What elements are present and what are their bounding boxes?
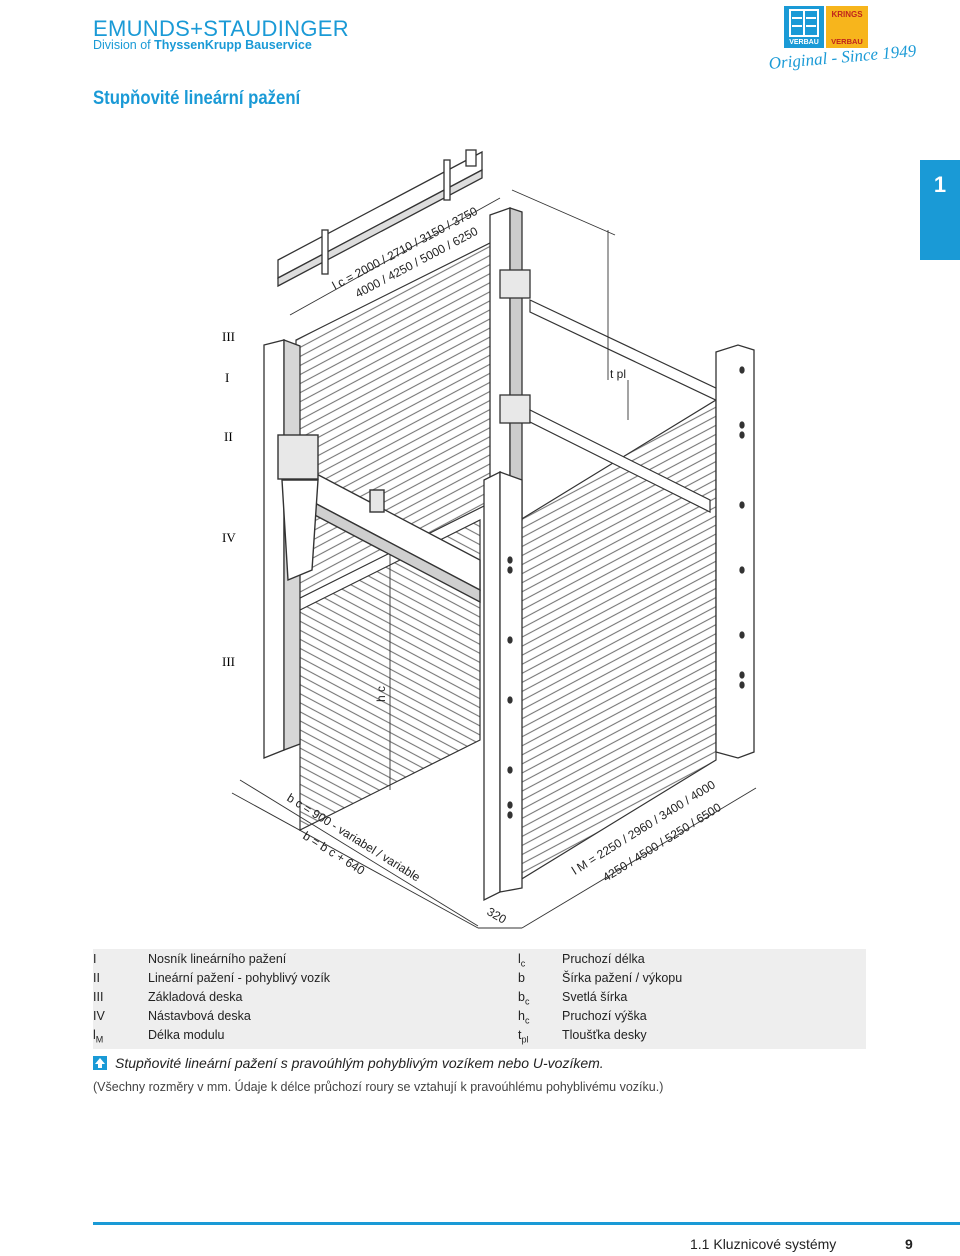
legend-text-IV: Nástavbová deska: [148, 1009, 251, 1023]
verbau-emblem-icon: [789, 9, 819, 37]
roman-label-1: III: [222, 329, 235, 344]
krings-logo: KRINGS VERBAU: [826, 6, 868, 48]
page-title: Stupňovité lineární pažení: [93, 88, 301, 109]
verbau-logo-text: VERBAU: [789, 39, 819, 46]
linear-beam-detached: [277, 149, 483, 288]
legend-key-hc: hc: [518, 1009, 530, 1026]
legend-key-b: b: [518, 971, 525, 985]
footer-section-title: 1.1 Kluznicové systémy: [690, 1236, 837, 1252]
roman-label-3: II: [224, 429, 233, 444]
chapter-tab[interactable]: 1: [920, 160, 960, 260]
legend-text-tpl: Tloušťka desky: [562, 1028, 647, 1042]
roman-label-2: I: [225, 370, 229, 385]
brand-division-prefix: Division of: [93, 38, 155, 52]
legend-text-I: Nosník lineárního pažení: [148, 952, 287, 966]
legend-box: I Nosník lineárního pažení II Lineární p…: [93, 949, 866, 1049]
legend-key-III: III: [93, 990, 104, 1004]
right-post: [715, 344, 755, 759]
legend-text-b: Šírka pažení / výkopu: [562, 971, 683, 985]
roman-label-5: III: [222, 654, 235, 669]
page-number: 9: [905, 1236, 913, 1252]
brand-name: EMUNDS+STAUDINGER: [93, 16, 349, 41]
krings-logo-text-top: KRINGS: [831, 10, 863, 19]
legend-key-tpl: tpl: [518, 1028, 529, 1045]
verbau-logo: VERBAU: [784, 6, 824, 48]
brand-division-name: ThyssenKrupp Bauservice: [154, 38, 312, 52]
legend-key-lM: lM: [93, 1028, 104, 1045]
back-post: [489, 207, 531, 529]
trench-shoring-drawing: III I II IV III l c = 2000 / 2710 / 3150…: [222, 149, 757, 929]
legend-key-II: II: [93, 971, 100, 985]
arrow-up-icon: [93, 1056, 107, 1070]
dim-tpl: t pl: [610, 367, 626, 381]
legend-text-II: Lineární pažení - pohyblivý vozík: [148, 971, 331, 985]
krings-logo-text-bottom: VERBAU: [831, 37, 863, 46]
cross-strut: [277, 434, 481, 604]
legend-text-III: Základová deska: [148, 990, 243, 1004]
legend-key-I: I: [93, 952, 97, 966]
brand-division: Division of ThyssenKrupp Bauservice: [93, 38, 312, 52]
footnote: (Všechny rozměry v mm. Údaje k délce prů…: [93, 1080, 664, 1094]
legend-text-lc: Pruchozí délka: [562, 952, 645, 966]
dim-hc: h c: [374, 686, 388, 702]
legend-text-bc: Svetlá šírka: [562, 990, 628, 1004]
legend-key-IV: IV: [93, 1009, 105, 1023]
dimension-lines: [231, 189, 757, 929]
legend-text-lM: Délka modulu: [148, 1028, 225, 1042]
roman-label-4: IV: [222, 530, 236, 545]
dim-320: 320: [485, 904, 510, 926]
figure-caption: Stupňovité lineární pažení s pravoúhlým …: [115, 1055, 604, 1071]
legend-key-lc: lc: [518, 952, 526, 969]
front-post: [483, 470, 523, 902]
footer-divider: [93, 1222, 960, 1225]
legend-key-bc: bc: [518, 990, 530, 1007]
legend-text-hc: Pruchozí výška: [562, 1009, 647, 1023]
technical-drawing: III I II IV III l c = 2000 / 2710 / 3150…: [0, 140, 960, 940]
